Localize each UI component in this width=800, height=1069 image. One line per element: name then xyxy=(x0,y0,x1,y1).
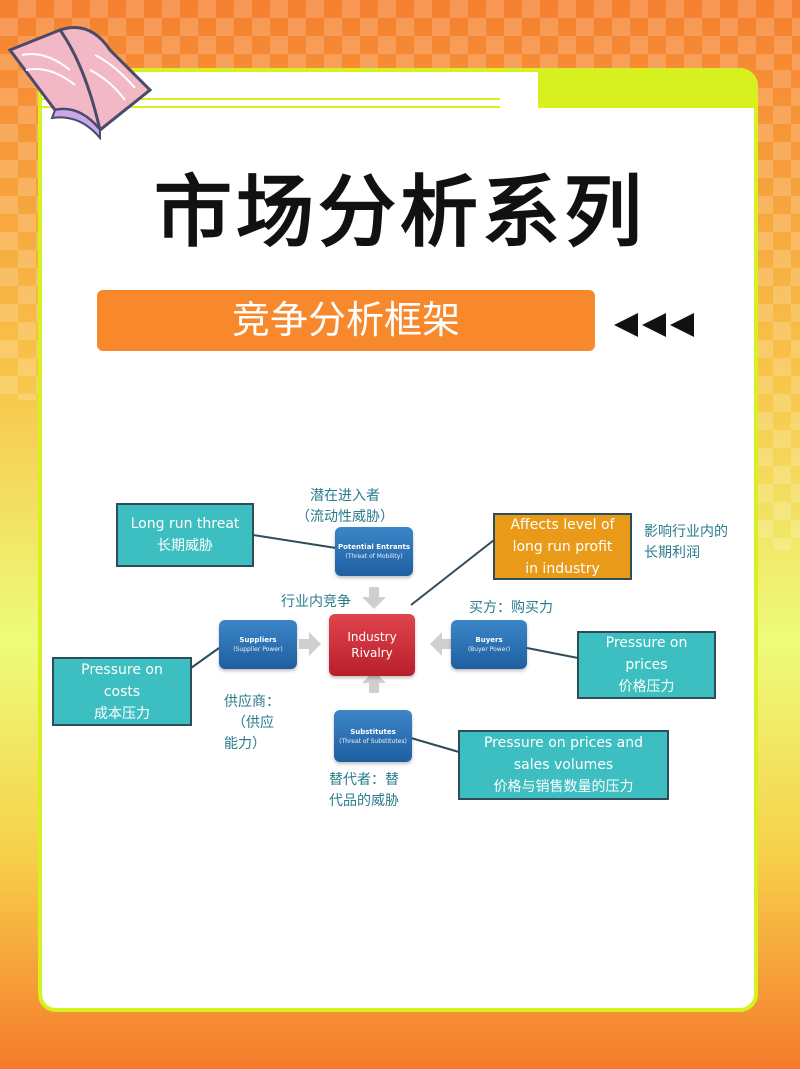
node-title: Industry Rivalry xyxy=(347,630,397,660)
triple-left-arrow-icon xyxy=(614,313,694,337)
caption-line: （流动性威胁） xyxy=(296,509,394,525)
caption-suppliers: 供应商： （供应 能力） xyxy=(224,692,294,755)
box-line: in industry xyxy=(525,560,600,577)
box-line: 价格与销售数量的压力 xyxy=(493,779,634,795)
checker-pattern-left xyxy=(0,70,40,400)
caption-rivalry: 行业内竞争 xyxy=(281,594,351,610)
caption-substitutes: 替代者：替 代品的威胁 xyxy=(316,770,412,812)
box-pressure-prices: Pressure on prices 价格压力 xyxy=(577,631,716,699)
node-title: Buyers xyxy=(475,636,503,644)
checker-pattern-top xyxy=(0,0,800,70)
caption-line: 能力） xyxy=(224,736,266,752)
caption-line: 潜在进入者 xyxy=(310,488,380,504)
subtitle-banner: 竞争分析框架 xyxy=(97,290,595,351)
node-subtitle: (Threat of Substitutes) xyxy=(339,737,407,745)
box-line: Pressure on xyxy=(81,661,163,678)
node-industry-rivalry: Industry Rivalry xyxy=(329,614,415,676)
open-book-icon xyxy=(7,26,153,140)
node-buyers: Buyers (Buyer Power) xyxy=(451,620,527,669)
box-line: Pressure on prices and xyxy=(483,735,644,751)
caption-entrants: 潜在进入者 （流动性威胁） xyxy=(290,486,400,528)
node-subtitle: (Buyer Power) xyxy=(467,646,511,653)
caption-profit: 影响行业内的 长期利润 xyxy=(644,522,748,564)
box-long-run-threat: Long run threat 长期威胁 xyxy=(116,503,254,567)
caption-line: 影响行业内的 xyxy=(644,524,728,540)
node-subtitle: (Threat of Mobility) xyxy=(345,553,403,560)
box-line: Pressure on xyxy=(605,635,688,651)
caption-line: 长期利润 xyxy=(644,545,700,561)
node-suppliers: Suppliers (Supplier Power) xyxy=(219,620,297,669)
box-line: costs xyxy=(103,683,141,700)
box-line: Affects level of xyxy=(510,516,615,533)
node-title: Potential Entrants xyxy=(337,543,411,551)
caption-line: 替代者：替 xyxy=(329,772,399,788)
node-title: Suppliers xyxy=(239,636,277,644)
node-substitutes: Substitutes (Threat of Substitutes) xyxy=(334,710,412,762)
box-line: 价格压力 xyxy=(618,679,675,695)
box-line: 成本压力 xyxy=(94,705,150,722)
node-potential-entrants: Potential Entrants (Threat of Mobility) xyxy=(335,527,413,576)
caption-line: （供应 xyxy=(232,715,274,731)
box-line: long run profit xyxy=(512,538,613,555)
box-pressure-volumes: Pressure on prices and sales volumes 价格与… xyxy=(458,730,669,800)
decor-line xyxy=(40,106,500,108)
decor-line xyxy=(40,98,500,100)
card-corner-accent xyxy=(538,68,758,108)
box-line: 长期威胁 xyxy=(157,538,213,554)
page-title: 市场分析系列 xyxy=(153,168,646,258)
checker-pattern-right xyxy=(755,70,800,550)
box-line: sales volumes xyxy=(513,757,614,773)
caption-line: 代品的威胁 xyxy=(329,793,399,809)
caption-buyers: 买方：购买力 xyxy=(469,600,553,616)
box-line: prices xyxy=(625,657,668,673)
box-affects-profit: Affects level of long run profit in indu… xyxy=(493,513,632,580)
box-pressure-costs: Pressure on costs 成本压力 xyxy=(52,657,192,726)
node-title: Substitutes xyxy=(350,727,396,736)
box-line: Long run threat xyxy=(130,516,240,532)
caption-line: 供应商： xyxy=(224,694,280,710)
node-subtitle: (Supplier Power) xyxy=(233,646,283,653)
